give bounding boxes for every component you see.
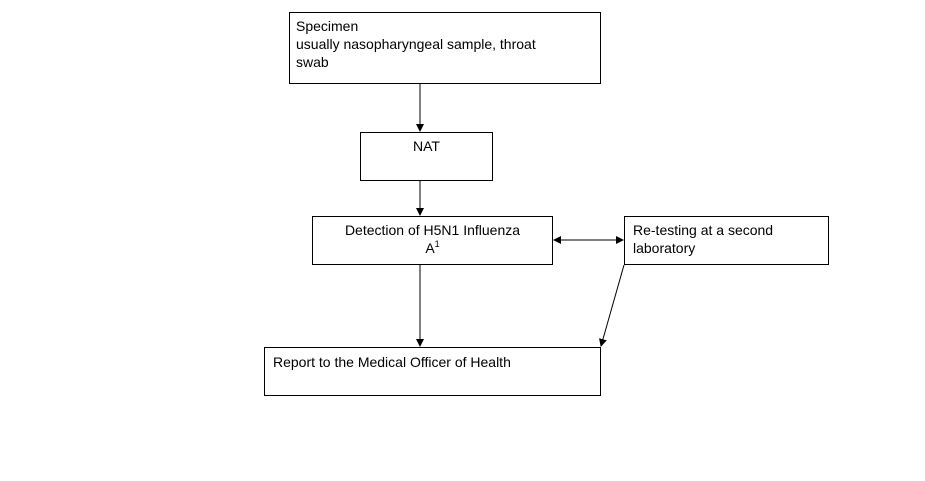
detection-line-1: Detection of H5N1 Influenza [344,222,521,238]
specimen-node: Specimen usually nasopharyngeal sample, … [289,12,601,84]
specimen-line-3: swab [296,54,329,70]
report-node: Report to the Medical Officer of Health [264,347,601,396]
footnote-marker: 1 [434,239,440,249]
specimen-line-2: usually nasopharyngeal sample, throat [296,36,536,52]
nat-label: NAT [413,138,440,154]
retesting-node: Re-testing at a second laboratory [624,216,829,265]
detection-line-2-text: A [425,240,435,256]
arrow-retesting-to-report [599,264,625,347]
detection-line-2: A1 [313,239,552,257]
detection-node: Detection of H5N1 Influenza A1 [312,216,553,265]
retesting-line-2: laboratory [633,240,696,256]
nat-node: NAT [360,132,493,181]
report-label: Report to the Medical Officer of Health [273,354,511,370]
retesting-line-1: Re-testing at a second [633,222,774,238]
specimen-title: Specimen [296,18,359,34]
